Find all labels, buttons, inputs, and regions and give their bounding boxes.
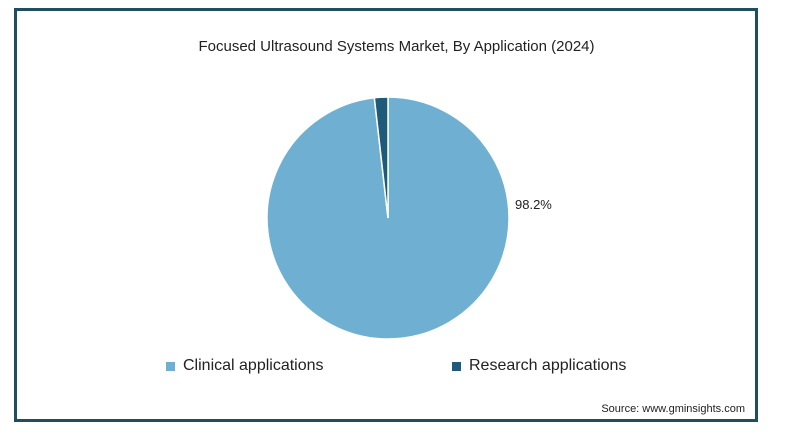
pie-slice-research	[373, 96, 389, 219]
pie-slices	[266, 96, 510, 340]
legend-label-research: Research applications	[469, 357, 627, 374]
data-label-clinical: 98.2%	[515, 197, 552, 212]
legend-item-clinical: Clinical applications	[166, 357, 324, 375]
source-note: Source: www.gminsights.com	[601, 403, 745, 415]
chart-title: Focused Ultrasound Systems Market, By Ap…	[198, 38, 595, 55]
legend-item-research: Research applications	[452, 357, 626, 375]
legend-swatch-clinical	[166, 361, 175, 371]
legend: Clinical applications Research applicati…	[0, 357, 793, 379]
legend-label-clinical: Clinical applications	[183, 357, 324, 374]
legend-swatch-research	[452, 361, 461, 371]
